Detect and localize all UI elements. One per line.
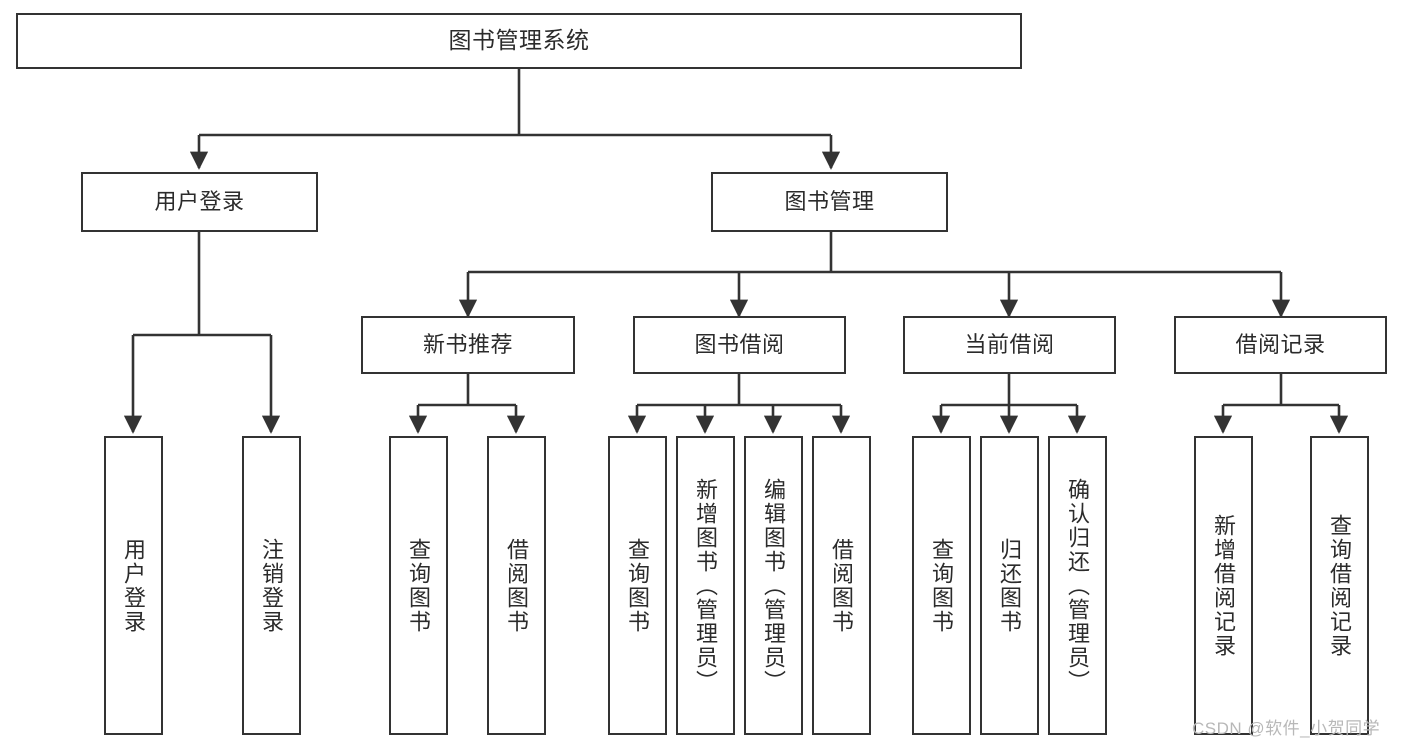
node-borrow-record-label: 借阅记录 [1235,331,1326,357]
node-leaf-logout-label: 注销登录 [259,537,285,634]
node-leaf-query-record-label: 查询借阅记录 [1327,513,1353,658]
node-leaf-add-record-label: 新增借阅记录 [1211,513,1237,658]
node-leaf-borrow-book-2[interactable]: 借阅图书 [812,436,871,735]
node-new-book-rec-label: 新书推荐 [422,331,513,357]
node-current-borrow[interactable]: 当前借阅 [903,316,1116,374]
node-leaf-borrow-book-1-label: 借阅图书 [504,537,530,634]
node-leaf-add-book[interactable]: 新增图书（管理员） [676,436,735,735]
node-leaf-borrow-book-1[interactable]: 借阅图书 [487,436,546,735]
node-leaf-query-book-2-label: 查询图书 [625,537,651,634]
node-root[interactable]: 图书管理系统 [16,13,1022,69]
node-leaf-query-book-1[interactable]: 查询图书 [389,436,448,735]
node-leaf-confirm-return-label: 确认归还（管理员） [1065,477,1091,694]
node-borrow-record[interactable]: 借阅记录 [1174,316,1387,374]
node-leaf-return-book-label: 归还图书 [997,537,1023,634]
node-root-label: 图书管理系统 [448,27,590,54]
node-leaf-return-book[interactable]: 归还图书 [980,436,1039,735]
node-leaf-query-book-1-label: 查询图书 [406,537,432,634]
node-user-login-label: 用户登录 [154,188,245,214]
node-leaf-confirm-return[interactable]: 确认归还（管理员） [1048,436,1107,735]
node-leaf-edit-book[interactable]: 编辑图书（管理员） [744,436,803,735]
node-leaf-query-book-3[interactable]: 查询图书 [912,436,971,735]
node-leaf-logout[interactable]: 注销登录 [242,436,301,735]
node-leaf-query-book-3-label: 查询图书 [929,537,955,634]
node-leaf-add-record[interactable]: 新增借阅记录 [1194,436,1253,735]
node-new-book-rec[interactable]: 新书推荐 [361,316,575,374]
node-leaf-add-book-label: 新增图书（管理员） [693,477,719,694]
node-user-login[interactable]: 用户登录 [81,172,318,232]
node-book-manage[interactable]: 图书管理 [711,172,948,232]
node-leaf-query-book-2[interactable]: 查询图书 [608,436,667,735]
node-current-borrow-label: 当前借阅 [964,331,1055,357]
node-leaf-user-login-label: 用户登录 [121,537,147,634]
node-leaf-borrow-book-2-label: 借阅图书 [829,537,855,634]
node-book-borrow[interactable]: 图书借阅 [633,316,846,374]
node-leaf-query-record[interactable]: 查询借阅记录 [1310,436,1369,735]
node-book-manage-label: 图书管理 [784,188,875,214]
node-leaf-user-login[interactable]: 用户登录 [104,436,163,735]
node-leaf-edit-book-label: 编辑图书（管理员） [761,477,787,694]
node-book-borrow-label: 图书借阅 [694,331,785,357]
